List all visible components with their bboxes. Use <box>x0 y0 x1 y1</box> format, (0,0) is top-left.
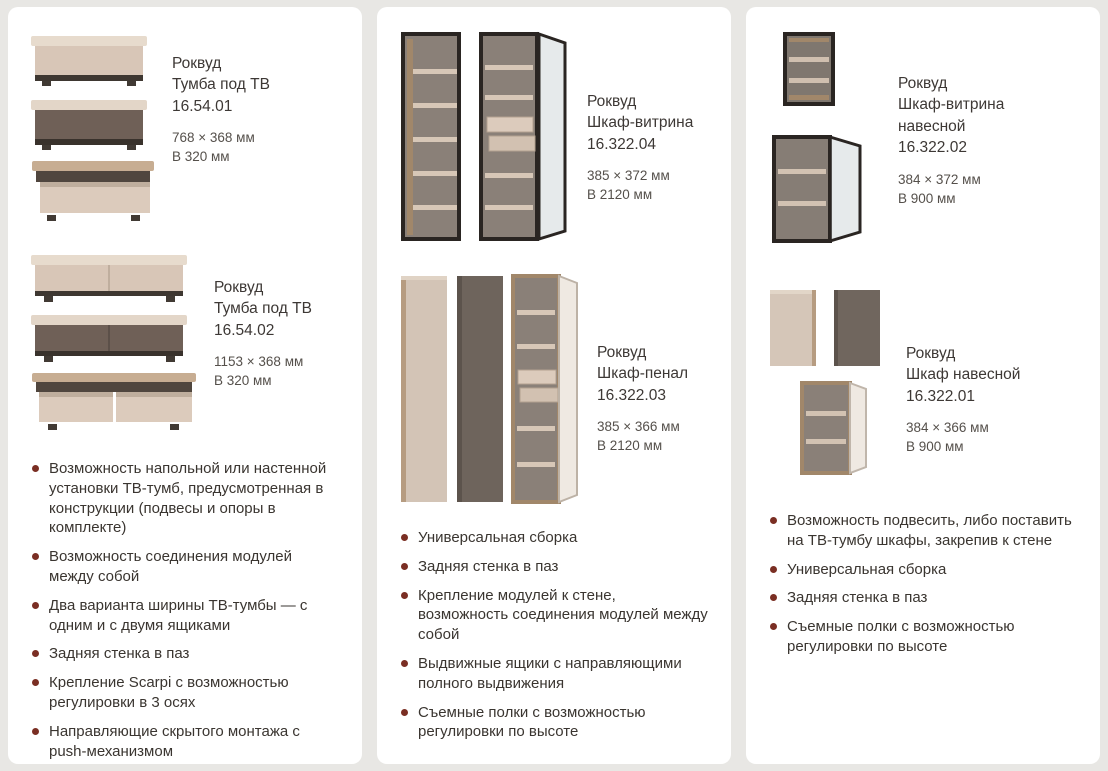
product-dimensions: 1153 × 368 мм В 320 мм <box>214 354 304 389</box>
product-tv-stand-2: Роквуд Тумба под ТВ 16.54.02 1153 × 368 … <box>30 251 340 433</box>
product-info: Роквуд Тумба под ТВ 16.54.01 768 × 368 м… <box>172 31 270 166</box>
product-tall-cupboard: Роквуд Шкаф-пенал 16.322.03 385 × 366 мм… <box>399 270 709 510</box>
bullet-icon <box>770 623 777 631</box>
bullet-icon <box>401 659 408 667</box>
tv-stand-closed-beige-image <box>31 36 147 86</box>
feature-list: Возможность подвесить, либо поставить на… <box>768 511 1078 666</box>
feature-text: Возможность подвесить, либо поставить на… <box>787 512 1072 549</box>
product-images <box>399 270 581 510</box>
feature-text: Универсальная сборка <box>418 529 578 546</box>
tall-cabinets-trio-image <box>401 274 578 504</box>
feature-text: Направляющие скрытого монтажа с push-мех… <box>49 722 300 760</box>
feature-item: Возможность соединения модулей между соб… <box>30 547 340 587</box>
bullet-icon <box>32 727 39 735</box>
bullet-icon <box>32 601 39 609</box>
product-vitrine-cabinet: Роквуд Шкаф-витрина 16.322.04 385 × 372 … <box>399 31 709 246</box>
product-dimensions: 385 × 372 мм В 2120 мм <box>587 168 670 203</box>
product-images <box>30 251 198 433</box>
feature-text: Выдвижные ящики с направляющими полного … <box>418 654 682 692</box>
bullet-icon <box>401 534 408 541</box>
feature-item: Направляющие скрытого монтажа с push-мех… <box>30 722 340 762</box>
product-title: Роквуд Шкаф навесной 16.322.01 <box>906 345 1021 405</box>
feature-item: Два варианта ширины ТВ-тумбы — с одним и… <box>30 596 340 636</box>
feature-item: Возможность напольной или настенной уста… <box>30 459 340 538</box>
bullet-icon <box>401 591 408 599</box>
vitrine-cabinets-image <box>401 31 567 242</box>
product-images <box>768 31 868 247</box>
feature-item: Крепление модулей к стене, возможность с… <box>399 586 709 645</box>
tv-stand-closed-gray-image <box>31 100 147 150</box>
feature-text: Съемные полки с возможностью регулировки… <box>418 703 646 741</box>
bullet-icon <box>32 650 39 658</box>
product-hanging-cupboard: Роквуд Шкаф навесной 16.322.01 384 × 366… <box>768 287 1078 477</box>
product-info: Роквуд Шкаф навесной 16.322.01 384 × 366… <box>906 287 1020 456</box>
product-info: Роквуд Шкаф-витрина 16.322.04 385 × 372 … <box>587 31 693 204</box>
feature-text: Крепление модулей к стене, возможность с… <box>418 586 708 644</box>
product-dimensions: 384 × 372 мм В 900 мм <box>898 171 981 206</box>
feature-item: Возможность подвесить, либо поставить на… <box>768 511 1078 551</box>
product-tv-stand-1: Роквуд Тумба под ТВ 16.54.01 768 × 368 м… <box>30 31 340 225</box>
feature-item: Задняя стенка в паз <box>399 557 709 577</box>
card-hanging-cabinets: Роквуд Шкаф-витрина навесной 16.322.02 3… <box>746 7 1100 764</box>
product-images <box>399 31 571 246</box>
tv-stand-open-drawer-image <box>32 161 154 221</box>
tv-stand-wide-open-drawers-image <box>32 373 196 430</box>
product-dimensions: 385 × 366 мм В 2120 мм <box>597 419 680 454</box>
feature-text: Задняя стенка в паз <box>418 557 559 575</box>
hanging-cabinets-pair-image <box>770 290 880 366</box>
product-title: Роквуд Шкаф-витрина навесной 16.322.02 <box>898 75 1005 157</box>
feature-item: Универсальная сборка <box>399 528 709 548</box>
product-hanging-vitrine: Роквуд Шкаф-витрина навесной 16.322.02 3… <box>768 31 1078 247</box>
product-info: Роквуд Тумба под ТВ 16.54.02 1153 × 368 … <box>214 251 312 390</box>
tv-stand-wide-closed-beige-image <box>31 255 187 302</box>
product-info: Роквуд Шкаф-пенал 16.322.03 385 × 366 мм… <box>597 270 688 455</box>
hanging-cabinet-open-image <box>800 381 867 475</box>
tv-stand-wide-closed-gray-image <box>31 315 187 362</box>
feature-item: Крепление Scarpi с возможностью регулиро… <box>30 673 340 713</box>
hanging-vitrine-small-image <box>783 32 835 106</box>
product-title: Роквуд Тумба под ТВ 16.54.02 <box>214 279 312 339</box>
card-tall-cabinets: Роквуд Шкаф-витрина 16.322.04 385 × 372 … <box>377 7 731 764</box>
feature-item: Съемные полки с возможностью регулировки… <box>399 703 709 743</box>
feature-list: Универсальная сборка Задняя стенка в паз… <box>399 528 709 751</box>
bullet-icon <box>770 594 777 602</box>
hanging-vitrine-open-image <box>772 134 862 244</box>
product-title: Роквуд Шкаф-пенал 16.322.03 <box>597 344 689 404</box>
feature-item: Задняя стенка в паз <box>768 588 1078 608</box>
product-images <box>30 31 156 225</box>
feature-text: Возможность напольной или настенной уста… <box>49 460 327 537</box>
feature-list: Возможность напольной или настенной уста… <box>30 459 340 764</box>
feature-text: Крепление Scarpi с возможностью регулиро… <box>49 674 289 711</box>
card-tv-stands: Роквуд Тумба под ТВ 16.54.01 768 × 368 м… <box>8 7 362 764</box>
bullet-icon <box>770 565 777 573</box>
feature-text: Универсальная сборка <box>787 560 947 578</box>
product-dimensions: 768 × 368 мм В 320 мм <box>172 130 255 165</box>
feature-item: Выдвижные ящики с направляющими полного … <box>399 654 709 694</box>
bullet-icon <box>401 562 408 570</box>
bullet-icon <box>32 679 39 687</box>
product-info: Роквуд Шкаф-витрина навесной 16.322.02 3… <box>898 31 1004 208</box>
feature-item: Универсальная сборка <box>768 560 1078 580</box>
feature-text: Задняя стенка в паз <box>787 589 928 607</box>
product-title: Роквуд Шкаф-витрина 16.322.04 <box>587 93 694 153</box>
product-images <box>768 287 884 477</box>
bullet-icon <box>770 517 777 524</box>
feature-item: Задняя стенка в паз <box>30 644 340 664</box>
feature-text: Возможность соединения модулей между соб… <box>49 548 293 585</box>
feature-text: Два варианта ширины ТВ-тумбы — с одним и… <box>49 596 308 634</box>
feature-text: Задняя стенка в паз <box>49 645 190 663</box>
feature-item: Съемные полки с возможностью регулировки… <box>768 617 1078 657</box>
product-dimensions: 384 × 366 мм В 900 мм <box>906 420 989 455</box>
bullet-icon <box>401 708 408 716</box>
product-title: Роквуд Тумба под ТВ 16.54.01 <box>172 55 270 115</box>
bullet-icon <box>32 465 39 472</box>
bullet-icon <box>32 553 39 561</box>
feature-text: Съемные полки с возможностью регулировки… <box>787 618 1015 655</box>
